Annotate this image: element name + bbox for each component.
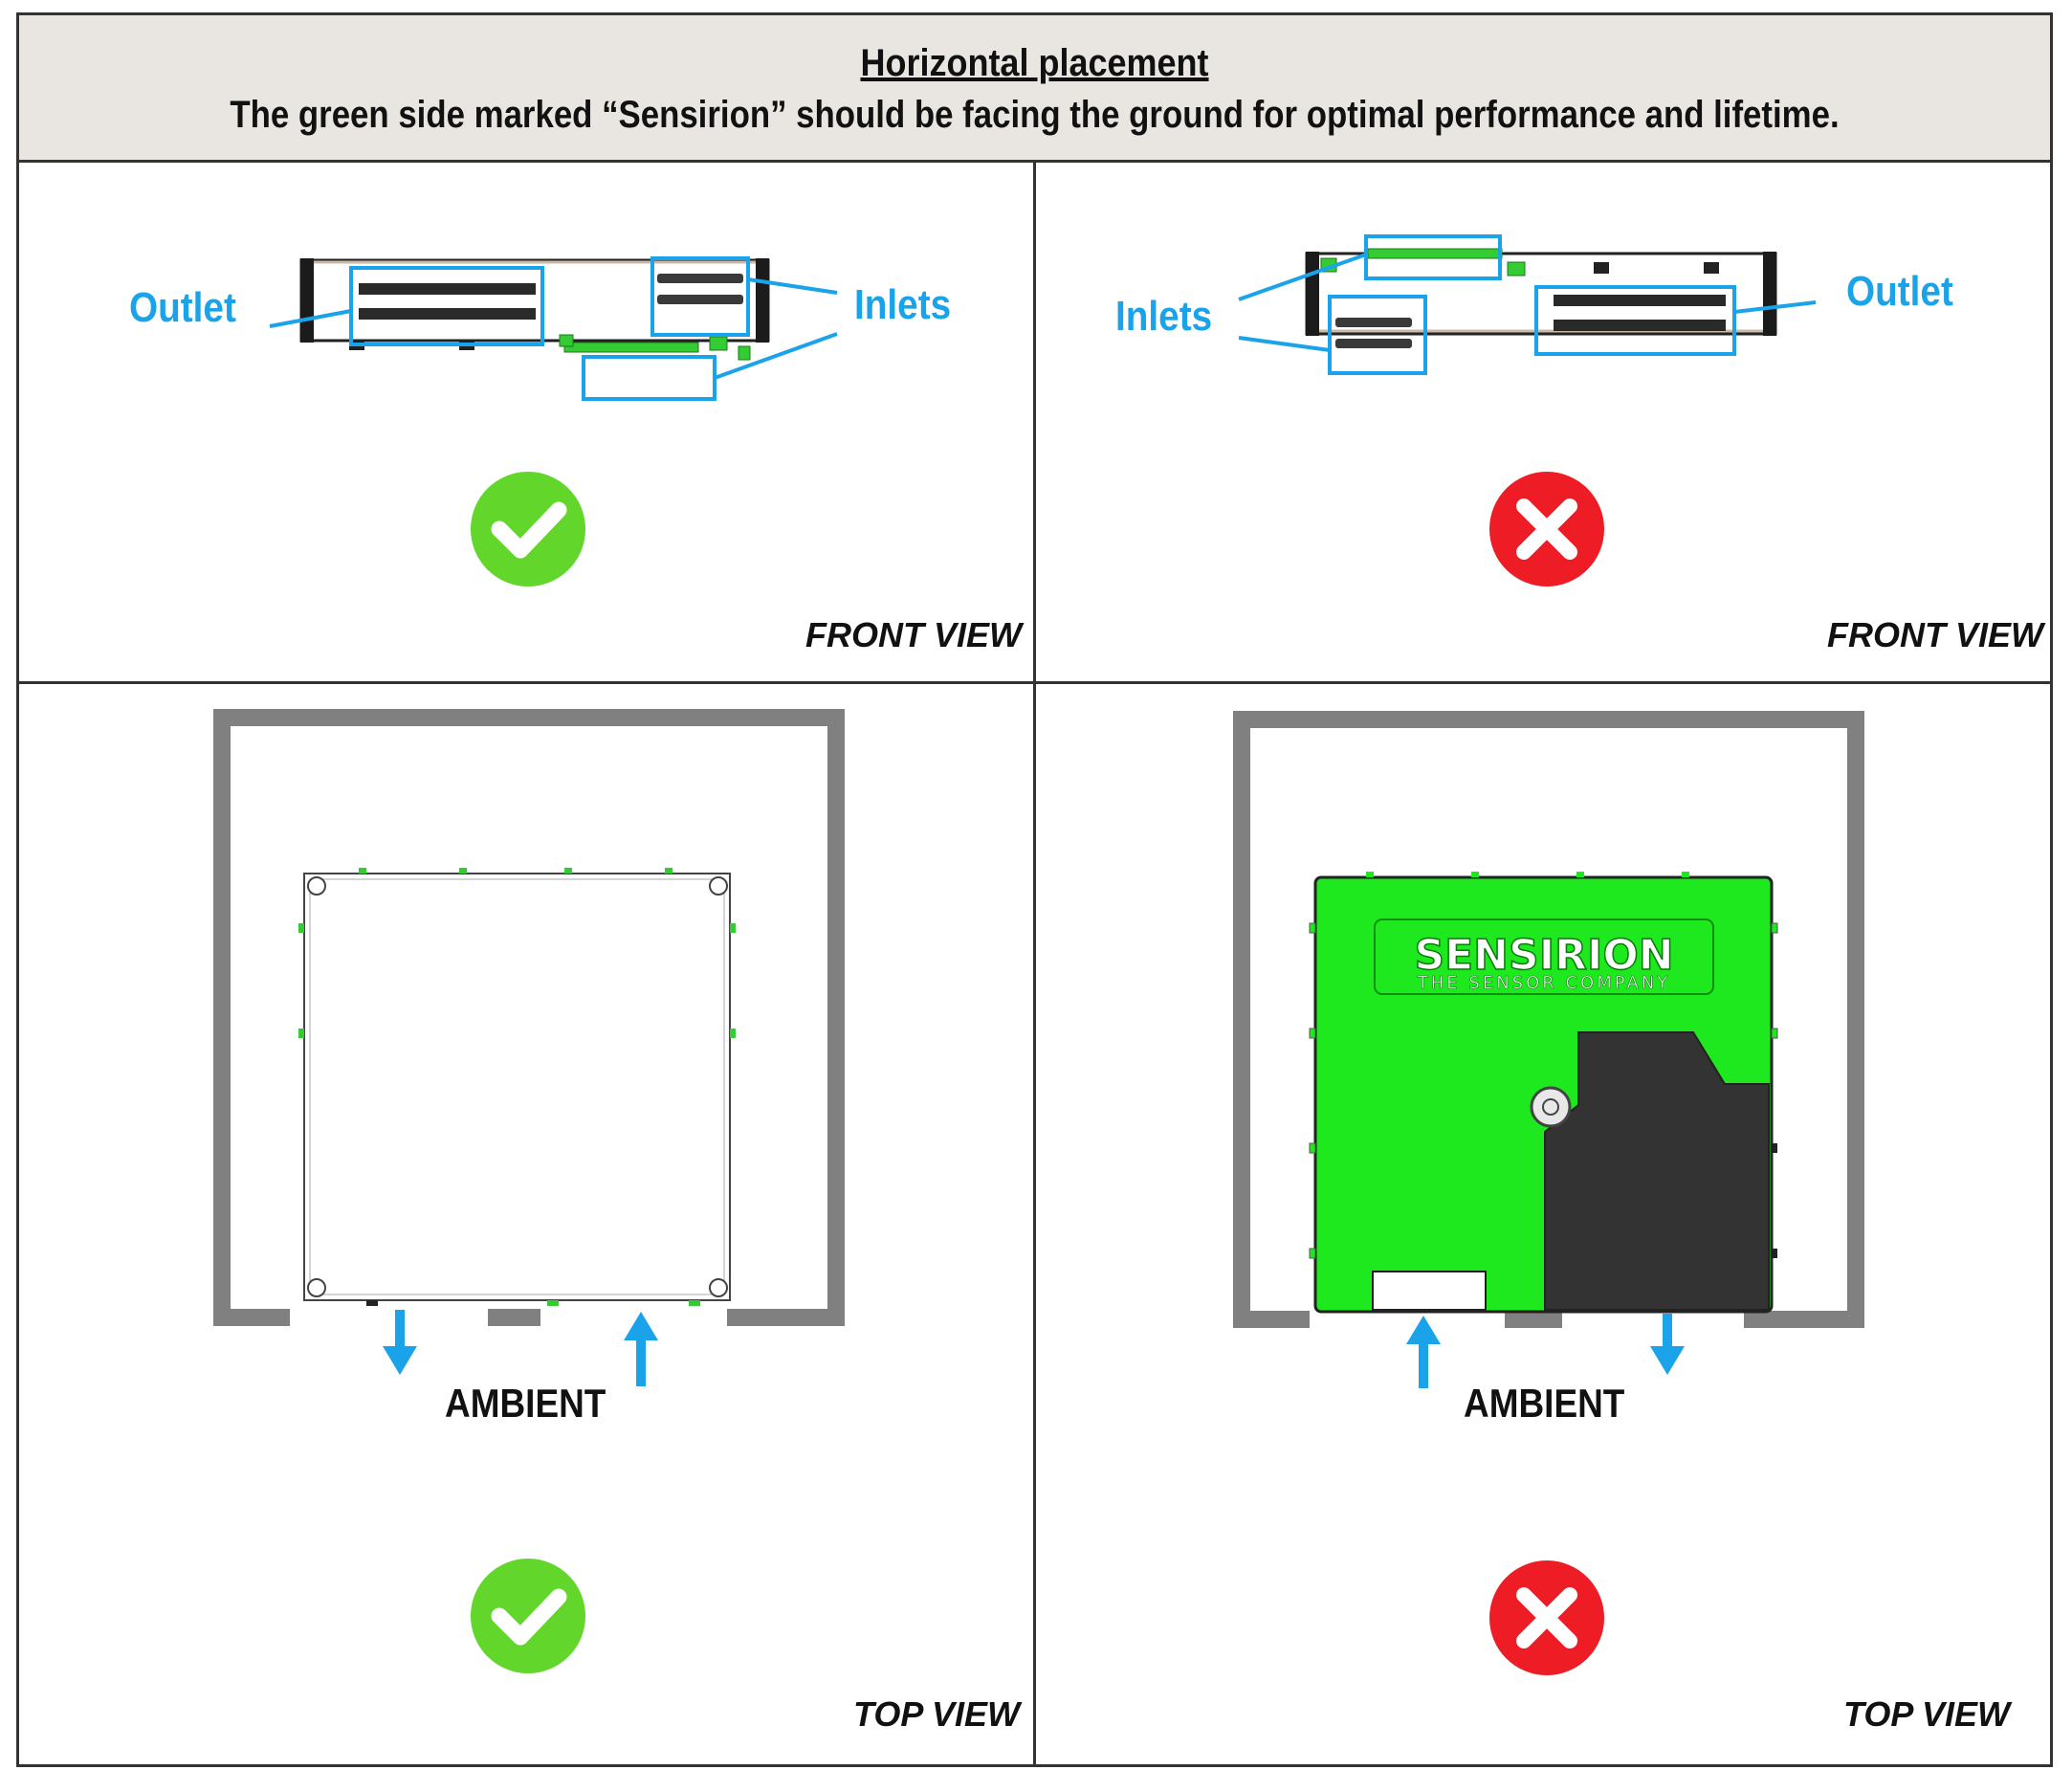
- cross-icon: [1489, 1560, 1604, 1675]
- top-view-incorrect-drawing: SENSIRION THE SENSOR COMPANY: [1233, 711, 1864, 1675]
- view-label: TOP VIEW: [853, 1694, 1021, 1734]
- header-subtitle: The green side marked “Sensirion” should…: [230, 94, 1840, 136]
- arrow-down-icon: [1650, 1314, 1685, 1375]
- arrow-up-icon: [1406, 1316, 1441, 1388]
- front-view-correct-drawing: [269, 256, 838, 586]
- sensor-green-top: [1309, 872, 1778, 1314]
- outlet-callout-box: [269, 266, 544, 346]
- ambient-label: AMBIENT: [1464, 1381, 1625, 1426]
- outlet-label: Outlet: [129, 284, 236, 331]
- arrow-down-icon: [383, 1310, 417, 1375]
- logo-sub: THE SENSOR COMPANY: [1417, 973, 1670, 993]
- inlets-callout-boxes: [582, 256, 838, 401]
- check-icon: [471, 472, 585, 586]
- check-icon: [471, 1559, 585, 1673]
- inlets-callout-boxes: [1238, 234, 1502, 375]
- ambient-label: AMBIENT: [445, 1381, 606, 1426]
- inlets-label: Inlets: [854, 281, 952, 328]
- panel-top-view-incorrect: SENSIRION THE SENSOR COMPANY AMBIENT TOP…: [1033, 681, 2053, 1767]
- arrow-up-icon: [624, 1312, 658, 1386]
- top-view-correct-drawing: [213, 709, 845, 1673]
- outlet-label: Outlet: [1846, 268, 1953, 315]
- sensor-front-profile: [299, 258, 770, 361]
- panel-front-view-correct: Outlet Inlets FRONT VIEW: [16, 160, 1036, 684]
- header-banner: Horizontal placement The green side mark…: [16, 12, 2053, 163]
- outlet-callout-box: [1534, 285, 1817, 356]
- front-view-incorrect-drawing: [1238, 234, 1817, 586]
- sensor-underside: [298, 868, 736, 1306]
- view-label: FRONT VIEW: [1827, 615, 2043, 654]
- panel-top-view-correct: AMBIENT TOP VIEW: [16, 681, 1036, 1767]
- header-title: Horizontal placement: [860, 42, 1209, 84]
- inlets-label: Inlets: [1115, 293, 1213, 340]
- view-label: TOP VIEW: [1843, 1694, 2011, 1734]
- view-label: FRONT VIEW: [805, 615, 1022, 654]
- enclosure-walls: [213, 709, 845, 1326]
- enclosure-walls: [1233, 711, 1864, 1328]
- panel-front-view-incorrect: Inlets Outlet FRONT VIEW: [1033, 160, 2053, 684]
- logo-main: SENSIRION: [1414, 931, 1673, 980]
- cross-icon: [1489, 472, 1604, 586]
